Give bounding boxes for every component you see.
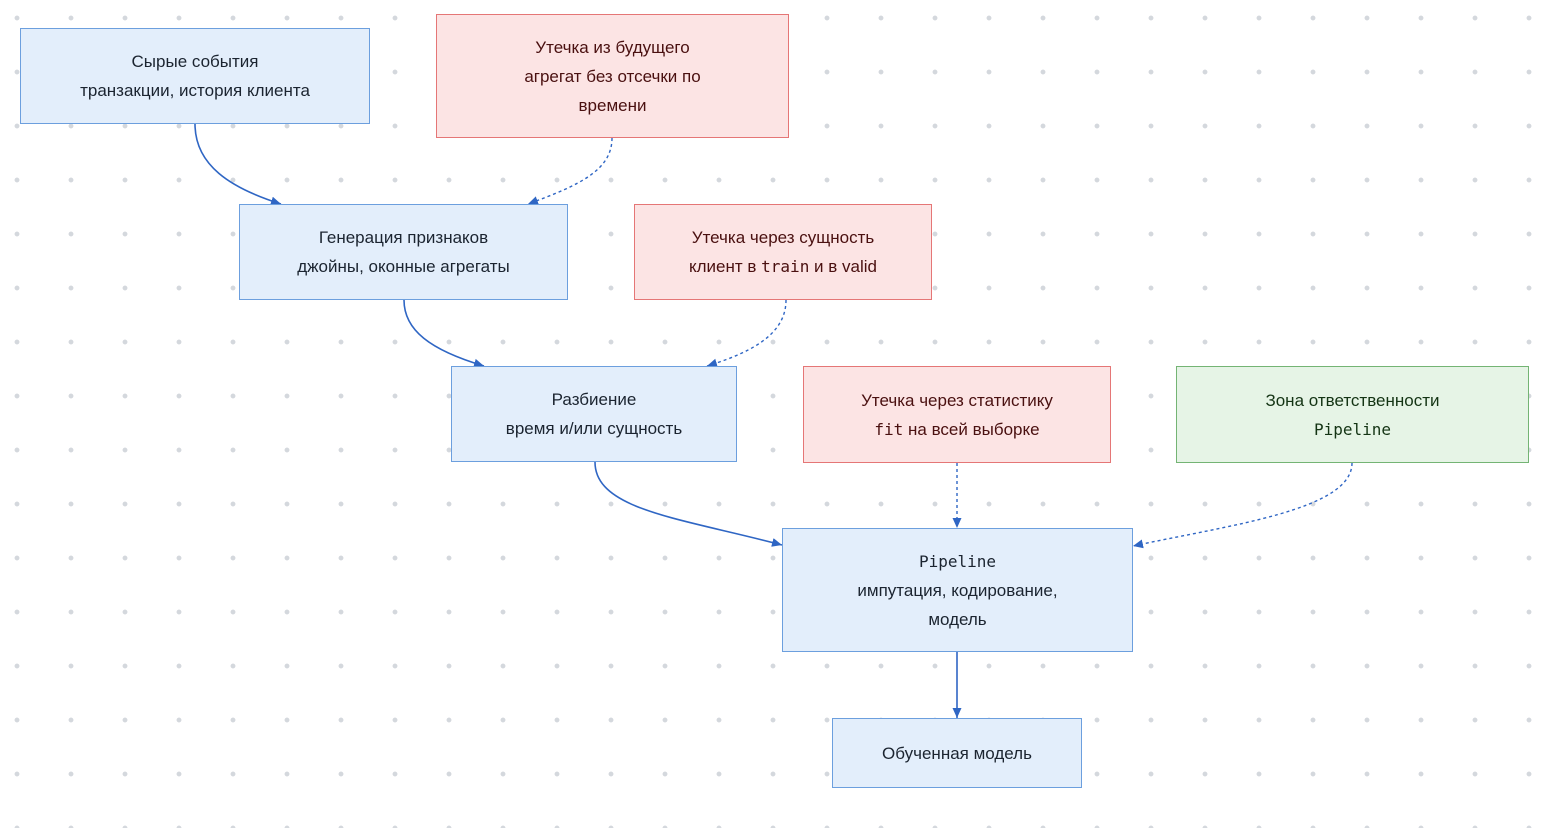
edge-leak-future-to-features — [527, 137, 613, 205]
node-leak-future-title: Утечка из будущего — [535, 37, 690, 57]
node-feature-generation[interactable]: Генерация признаков джойны, оконные агре… — [239, 204, 568, 300]
node-responsibility[interactable]: Зона ответственности Pipeline — [1176, 366, 1529, 463]
node-leak-future-subtitle-2: времени — [578, 95, 647, 115]
node-leak-stats-code-fit: fit — [874, 419, 904, 439]
node-leak-future-subtitle-1: агрегат без отсечки по — [524, 66, 701, 86]
node-pipeline[interactable]: Pipeline импутация, кодирование, модель — [782, 528, 1133, 652]
node-leak-entity-text-valid: valid — [842, 257, 877, 276]
node-leak-stats-title: Утечка через статистику — [861, 390, 1053, 410]
node-raw-events-title: Сырые события — [131, 52, 259, 71]
node-responsibility-code-pipeline: Pipeline — [1313, 419, 1392, 439]
node-raw-events[interactable]: Сырые события транзакции, история клиент… — [20, 28, 370, 124]
node-split-title: Разбиение — [551, 390, 637, 409]
node-feature-generation-subtitle: джойны, оконные агрегаты — [297, 257, 510, 276]
edge-leak-entity-to-split — [706, 299, 787, 368]
node-leak-entity-subtitle: клиент в train и в valid — [689, 252, 877, 281]
node-pipeline-subtitle-1: импутация, кодирование, — [857, 580, 1058, 600]
node-leak-stats-text: на всей выборке — [903, 419, 1040, 439]
edge-raw-to-features — [194, 123, 282, 206]
node-pipeline-subtitle-2: модель — [928, 609, 987, 629]
node-leak-entity[interactable]: Утечка через сущность клиент в train и в… — [634, 204, 932, 300]
node-raw-events-subtitle: транзакции, история клиента — [80, 81, 310, 100]
edge-split-to-pipeline — [594, 461, 783, 547]
node-split-subtitle: время и/или сущность — [505, 419, 683, 438]
node-leak-entity-title: Утечка через сущность — [691, 228, 875, 247]
node-feature-generation-title: Генерация признаков — [318, 228, 489, 247]
node-leak-future[interactable]: Утечка из будущего агрегат без отсечки п… — [436, 14, 789, 138]
node-leak-entity-text-c: и в — [809, 257, 843, 276]
edge-features-to-split — [403, 299, 485, 368]
node-leak-entity-code-train: train — [761, 257, 810, 276]
node-leak-entity-text-a: клиент в — [689, 257, 762, 276]
edge-responsibility-to-pipeline — [1132, 462, 1353, 549]
node-trained-model-title: Обученная модель — [882, 743, 1032, 763]
node-leak-stats[interactable]: Утечка через статистику fit на всей выбо… — [803, 366, 1111, 463]
node-trained-model[interactable]: Обученная модель — [832, 718, 1082, 788]
node-leak-stats-subtitle: fit на всей выборке — [874, 415, 1039, 444]
node-split[interactable]: Разбиение время и/или сущность — [451, 366, 737, 462]
node-pipeline-title: Pipeline — [918, 551, 997, 571]
node-responsibility-title: Зона ответственности — [1265, 390, 1440, 410]
